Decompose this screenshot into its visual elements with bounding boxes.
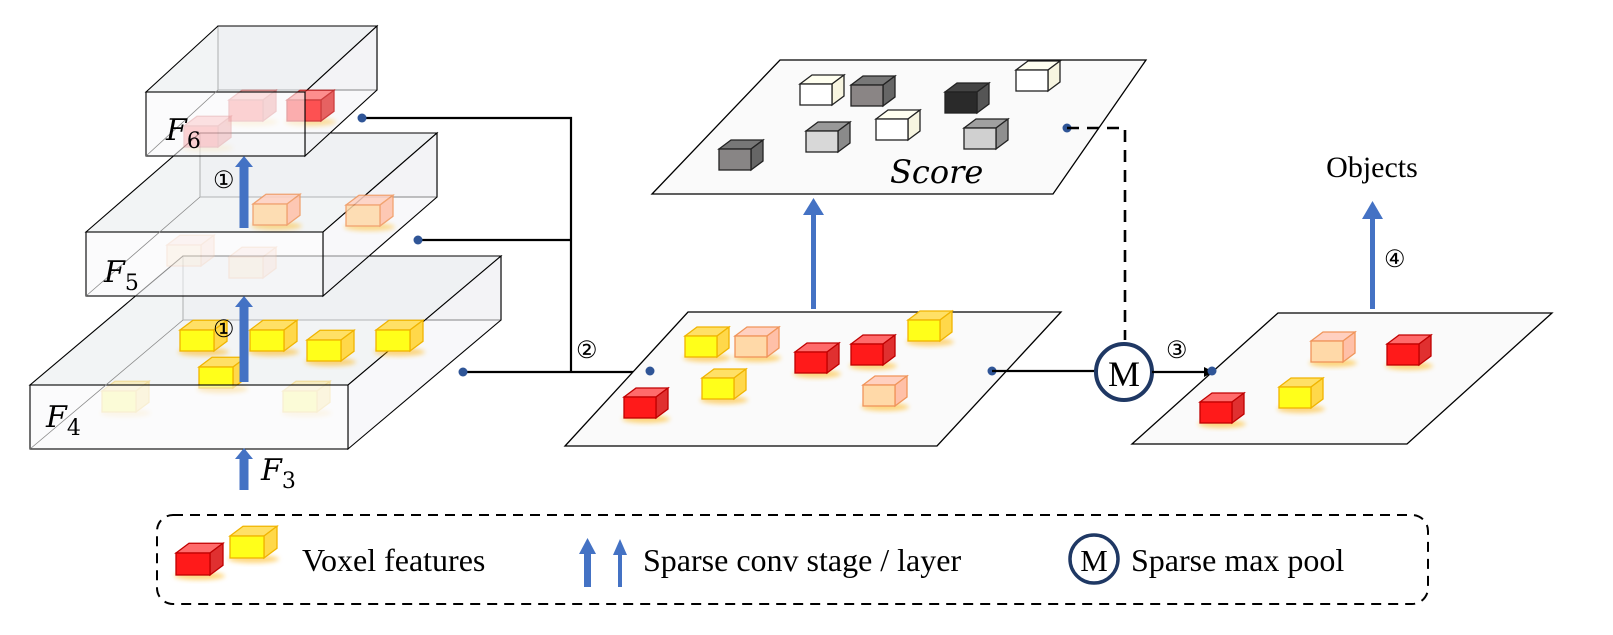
voxel-red xyxy=(849,333,897,370)
fused-feature-plane xyxy=(563,309,1063,447)
voxel-yellow xyxy=(248,318,299,356)
output-plane xyxy=(1130,312,1554,445)
score-label: Score xyxy=(890,153,983,191)
voxel-red xyxy=(1385,333,1433,370)
fusion-connectors xyxy=(357,113,650,377)
layer-arrow-shaft xyxy=(618,552,622,587)
voxel-yellow xyxy=(305,328,356,366)
voxel-yellow xyxy=(374,318,425,356)
legend-voxel-label: Voxel features xyxy=(302,542,485,578)
slab-label-f6: F6 xyxy=(165,113,201,154)
legend-pool-label: Sparse max pool xyxy=(1131,542,1344,578)
voxel-yellow xyxy=(683,325,731,362)
voxel-peach xyxy=(251,192,302,230)
voxel-peach xyxy=(733,325,781,362)
fused-plane-surface xyxy=(563,311,1063,447)
stage-arrow-f4-to-f5 xyxy=(235,296,253,382)
pool-symbol: M xyxy=(1108,354,1140,394)
input-label-f3: F3 xyxy=(260,453,296,494)
f5-output-dot xyxy=(413,235,423,245)
score-voxel-dark-gray xyxy=(717,138,765,172)
arrow-shaft xyxy=(1370,218,1375,309)
arrow-shaft xyxy=(811,213,816,309)
step-3-label: ③ xyxy=(1166,338,1188,364)
legend-pool-symbol: M xyxy=(1080,543,1108,578)
score-voxel-white xyxy=(1014,59,1062,93)
legend-voxel-icons xyxy=(174,524,279,580)
legend: Voxel features Sparse conv stage / layer… xyxy=(156,514,1429,605)
legend-border xyxy=(156,514,1429,605)
score-voxel-dark-gray xyxy=(849,74,897,108)
output-voxels xyxy=(1198,330,1433,428)
f6-connector xyxy=(362,116,573,372)
step-1-label-lower: ① xyxy=(213,317,235,343)
score-voxel-light-gray xyxy=(962,117,1010,151)
stage-arrow-head xyxy=(579,538,596,554)
step-4-label: ④ xyxy=(1384,247,1406,273)
voxel-red xyxy=(1198,391,1246,428)
step-1-label-upper: ① xyxy=(213,168,235,194)
score-voxel-white xyxy=(874,108,922,142)
f4-output-dot xyxy=(458,367,468,377)
fused-voxels xyxy=(622,309,954,423)
fused-to-score-arrow xyxy=(803,198,824,309)
legend-pool-icon xyxy=(1068,533,1120,585)
step-2-label: ② xyxy=(576,338,598,364)
fused-input-dot xyxy=(645,366,655,376)
output-to-objects-arrow xyxy=(1362,201,1383,309)
layer-arrow-head xyxy=(613,539,627,555)
arrow-head xyxy=(803,198,824,215)
score-voxels xyxy=(717,59,1062,172)
sparse-max-pool-node: M xyxy=(1094,342,1154,402)
score-plane: Score xyxy=(650,59,1148,195)
voxel-red xyxy=(793,341,841,378)
score-voxel-light-gray xyxy=(804,120,852,154)
voxel-yellow xyxy=(1277,376,1325,413)
voxel-yellow xyxy=(700,367,748,404)
output-input-dot xyxy=(1207,366,1217,376)
f6-output-dot xyxy=(357,113,367,123)
stage-arrow-f5-to-f6 xyxy=(235,156,253,228)
slab-f6 xyxy=(144,24,379,158)
slab-f5 xyxy=(84,131,439,298)
voxel-red xyxy=(622,386,670,423)
voxel-peach xyxy=(344,193,395,231)
score-voxel-white xyxy=(798,73,846,107)
stage-arrow-shaft xyxy=(584,552,591,587)
legend-voxel-red-icon xyxy=(174,541,225,580)
input-arrow-f3 xyxy=(235,448,253,490)
score-voxel-black xyxy=(943,81,991,115)
slab-label-f5: F5 xyxy=(103,255,139,296)
voxel-yellow xyxy=(178,318,229,356)
legend-voxel-yellow-icon xyxy=(228,524,279,563)
voxel-peach xyxy=(861,374,909,411)
voxel-peach xyxy=(1309,330,1357,367)
objects-label: Objects xyxy=(1326,151,1418,184)
legend-conv-label: Sparse conv stage / layer xyxy=(643,542,961,578)
arrow-head xyxy=(1362,201,1383,219)
voxel-yellow xyxy=(906,309,954,346)
legend-conv-arrows-icon xyxy=(579,538,627,587)
